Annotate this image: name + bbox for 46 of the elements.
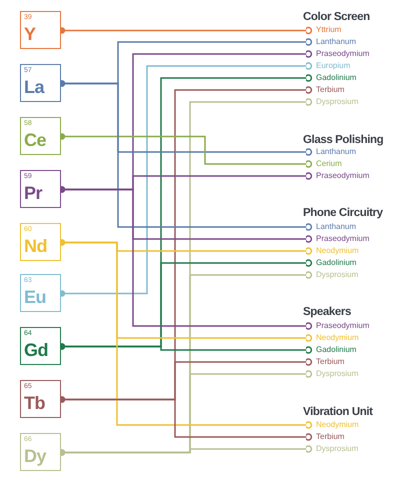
element-name: Lanthanum	[312, 222, 356, 232]
element-symbol: Eu	[24, 286, 46, 308]
element-tile	[20, 274, 61, 312]
element-symbol: Dy	[24, 445, 46, 467]
element-name: Gadolinium	[312, 258, 356, 268]
element-name: Gadolinium	[312, 73, 356, 83]
element-tile	[20, 170, 61, 208]
element-symbol: La	[24, 76, 44, 98]
application-heading: Color Screen	[303, 10, 370, 24]
application-heading: Vibration Unit	[303, 405, 373, 419]
element-name: Terbium	[312, 432, 344, 442]
element-symbol: Y	[24, 23, 36, 45]
element-symbol: Gd	[24, 339, 48, 361]
element-name: Gadolinium	[312, 345, 356, 355]
element-name: Lanthanum	[312, 37, 356, 47]
element-name: Praseodymium	[312, 171, 370, 181]
element-tile	[20, 117, 61, 155]
element-name: Cerium	[312, 159, 342, 169]
element-name: Dysprosium	[312, 270, 358, 280]
application-heading: Phone Circuitry	[303, 206, 383, 220]
element-name: Neodymium	[312, 246, 359, 256]
element-tile	[20, 380, 61, 418]
element-tile	[20, 223, 61, 261]
element-tile	[20, 11, 61, 49]
element-name: Europium	[312, 61, 350, 71]
element-name: Praseodymium	[312, 49, 370, 59]
element-symbol: Tb	[24, 392, 45, 414]
element-name: Neodymium	[312, 420, 359, 430]
application-heading: Speakers	[303, 305, 351, 319]
element-symbol: Pr	[24, 182, 42, 204]
element-tile	[20, 433, 61, 471]
application-heading: Glass Polishing	[303, 133, 384, 147]
element-tile	[20, 64, 61, 102]
element-name: Terbium	[312, 85, 344, 95]
element-name: Yttrium	[312, 25, 342, 35]
element-name: Dysprosium	[312, 444, 358, 454]
element-name: Neodymium	[312, 333, 359, 343]
element-name: Dysprosium	[312, 97, 358, 107]
element-name: Praseodymium	[312, 321, 370, 331]
element-symbol: Ce	[24, 129, 46, 151]
element-symbol: Nd	[24, 235, 47, 257]
element-tile	[20, 327, 61, 365]
element-name: Terbium	[312, 357, 344, 367]
element-name: Dysprosium	[312, 369, 358, 379]
element-name: Lanthanum	[312, 147, 356, 157]
element-name: Praseodymium	[312, 234, 370, 244]
